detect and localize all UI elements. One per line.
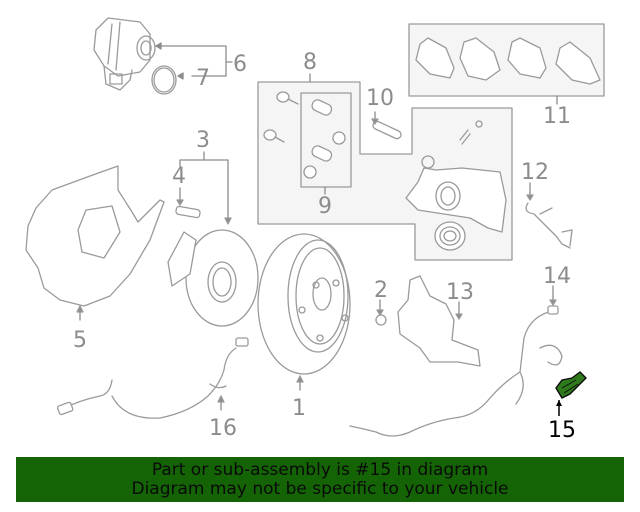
callout-15[interactable]: 15 bbox=[548, 418, 576, 443]
callout-9[interactable]: 9 bbox=[318, 194, 332, 219]
callout-16[interactable]: 16 bbox=[209, 416, 237, 441]
banner-disclaimer-line: Diagram may not be specific to your vehi… bbox=[131, 478, 509, 499]
callout-1[interactable]: 1 bbox=[292, 396, 306, 421]
banner-part-line: Part or sub-assembly is #15 in diagram bbox=[151, 459, 489, 480]
callout-4[interactable]: 4 bbox=[172, 164, 186, 189]
brake-rotor-part-1[interactable] bbox=[257, 233, 351, 375]
rotor-screw-part-2[interactable] bbox=[375, 314, 387, 326]
callout-12[interactable]: 12 bbox=[521, 160, 549, 185]
abs-harness-part-14[interactable] bbox=[349, 309, 563, 437]
caliper-bracket-part-13[interactable] bbox=[397, 275, 481, 367]
info-banner: Part or sub-assembly is #15 in diagram D… bbox=[16, 457, 624, 502]
abs-speed-sensor-part-15[interactable] bbox=[555, 371, 587, 399]
callout-13[interactable]: 13 bbox=[446, 280, 474, 305]
actuator-part-6[interactable] bbox=[93, 17, 156, 91]
callout-2[interactable]: 2 bbox=[374, 278, 388, 303]
callout-8[interactable]: 8 bbox=[303, 50, 317, 75]
callout-5[interactable]: 5 bbox=[73, 328, 87, 353]
callout-3[interactable]: 3 bbox=[196, 128, 210, 153]
hub-assembly-part-3[interactable] bbox=[167, 229, 259, 327]
wiring-harness-part-16[interactable] bbox=[59, 347, 237, 419]
callout-6[interactable]: 6 bbox=[233, 52, 247, 77]
caliper-body[interactable] bbox=[405, 120, 507, 251]
pad-spring-part-12[interactable] bbox=[525, 202, 573, 249]
callout-11[interactable]: 11 bbox=[543, 104, 571, 129]
callout-14[interactable]: 14 bbox=[543, 264, 571, 289]
splash-shield-part-5[interactable] bbox=[25, 165, 165, 307]
callout-7[interactable]: 7 bbox=[196, 66, 210, 91]
brake-pad-set[interactable] bbox=[415, 37, 601, 85]
o-ring-part-7[interactable] bbox=[151, 65, 177, 95]
callout-10[interactable]: 10 bbox=[366, 86, 394, 111]
